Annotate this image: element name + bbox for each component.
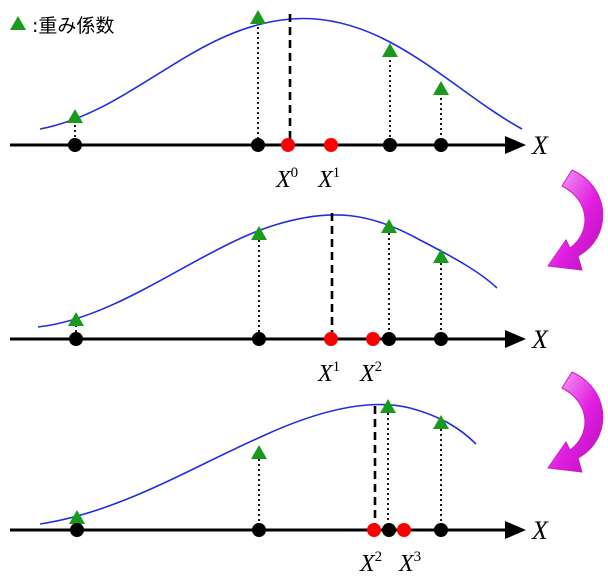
weight-marker — [67, 109, 83, 123]
panel-iteration-3: X X2 X3 — [10, 399, 549, 577]
sample-point — [434, 138, 448, 152]
estimate-point — [367, 523, 381, 537]
panel-iteration-2: X X1 X2 — [10, 213, 549, 387]
weight-marker — [382, 43, 398, 57]
sample-point — [70, 523, 84, 537]
panel-iteration-1: X X0 X1 — [10, 10, 549, 193]
weight-marker — [433, 249, 449, 263]
legend: :重み係数 — [10, 15, 114, 37]
sample-point — [382, 332, 396, 346]
estimate-label: X2 — [359, 359, 382, 387]
estimate-point — [397, 523, 411, 537]
iteration-arrow-icon — [547, 371, 604, 473]
estimate-point — [366, 332, 380, 346]
weight-marker — [69, 510, 85, 524]
estimate-point — [324, 332, 338, 346]
sample-point — [69, 332, 83, 346]
sample-point — [382, 523, 396, 537]
estimate-label: X1 — [317, 359, 340, 387]
weight-curve — [37, 214, 498, 328]
x-axis-label: X — [531, 131, 549, 160]
weight-marker — [433, 81, 449, 95]
sample-point — [68, 138, 82, 152]
sample-point — [251, 138, 265, 152]
weight-marker — [381, 219, 397, 233]
weight-curve — [39, 403, 477, 525]
x-axis-arrowhead — [505, 136, 526, 154]
weight-marker — [380, 399, 396, 413]
estimate-label: X1 — [317, 165, 340, 193]
weight-curve — [39, 17, 523, 130]
estimate-point — [281, 138, 295, 152]
iteration-arrow-icon — [547, 169, 604, 271]
weight-marker — [251, 226, 267, 240]
estimate-label: X2 — [359, 549, 382, 577]
estimate-label: X3 — [398, 549, 421, 577]
estimate-label: X0 — [275, 165, 298, 193]
sample-point — [434, 332, 448, 346]
weight-marker — [250, 10, 266, 24]
weight-marker — [68, 312, 84, 326]
legend-label: :重み係数 — [32, 15, 114, 37]
weight-coefficient-legend-icon — [10, 16, 26, 30]
x-axis-arrowhead — [505, 330, 526, 348]
sample-point — [383, 138, 397, 152]
weight-marker — [251, 445, 267, 459]
sample-point — [252, 332, 266, 346]
weight-marker — [433, 415, 449, 429]
estimate-point — [324, 138, 338, 152]
x-axis-arrowhead — [505, 521, 526, 539]
x-axis-label: X — [531, 325, 549, 354]
sample-point — [434, 523, 448, 537]
x-axis-label: X — [531, 516, 549, 545]
sample-point — [252, 523, 266, 537]
